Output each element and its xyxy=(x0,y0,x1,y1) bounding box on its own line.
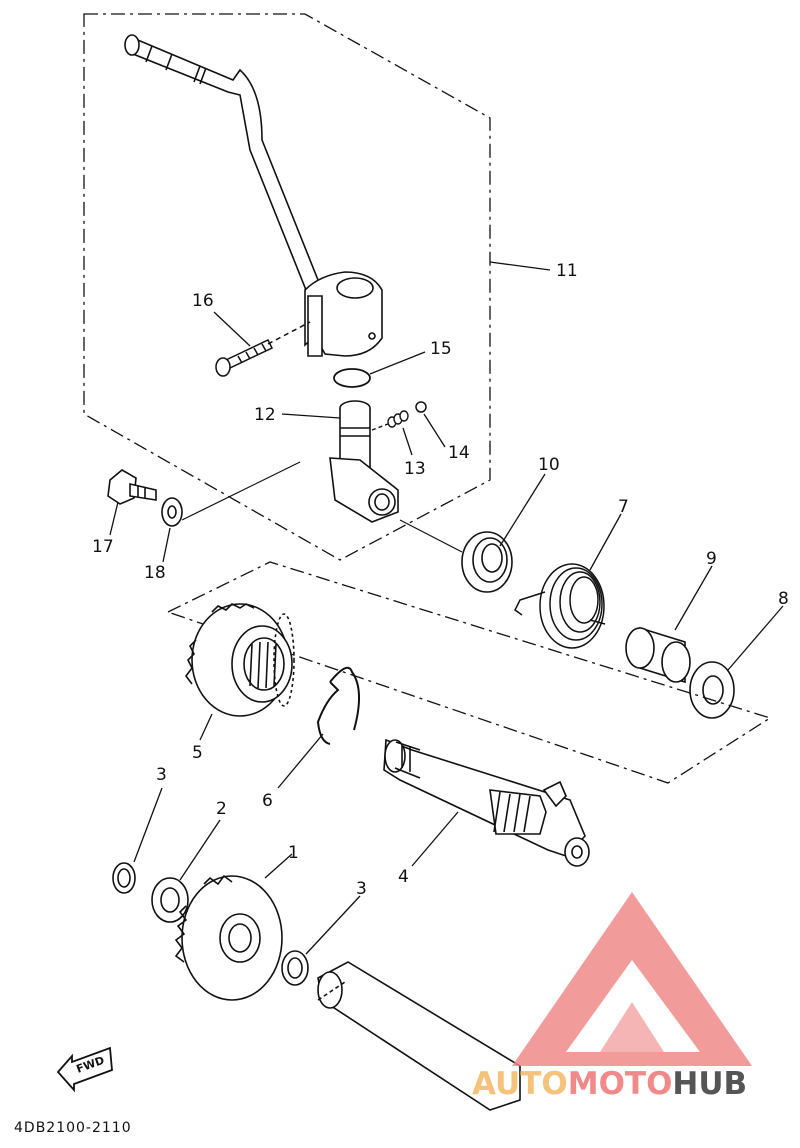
kick-boss xyxy=(329,400,399,523)
label-part-9: 9 xyxy=(706,549,717,569)
kick-axle xyxy=(383,738,590,867)
axle-washer xyxy=(689,661,735,719)
spring-guide xyxy=(625,626,691,684)
circlip-right xyxy=(281,950,309,986)
watermark-auto: AUTO xyxy=(472,1066,568,1102)
watermark-moto: MOTO xyxy=(568,1066,673,1102)
label-part-12: 12 xyxy=(254,405,276,425)
detent-ball xyxy=(415,401,427,413)
svg-text:AUTOMOTOHUB: AUTOMOTOHUB xyxy=(472,1066,747,1102)
label-part-11: 11 xyxy=(556,261,578,281)
circlip-left xyxy=(112,862,136,894)
part-number-labels: 1 2 3 3 4 5 6 7 8 9 10 11 12 13 14 15 16… xyxy=(92,261,789,899)
label-part-1: 1 xyxy=(288,843,299,863)
label-part-17: 17 xyxy=(92,537,114,557)
label-part-5: 5 xyxy=(192,743,203,763)
torsion-spring xyxy=(514,563,606,649)
label-part-15: 15 xyxy=(430,339,452,359)
diagram-code: 4DB2100-2110 xyxy=(14,1120,132,1136)
kick-gear xyxy=(185,603,295,717)
washer-axis-line xyxy=(181,461,301,521)
leader-lines xyxy=(109,261,784,955)
label-part-3-right: 3 xyxy=(356,879,367,899)
fwd-arrow-icon: FWD xyxy=(56,1046,113,1093)
watermark-hub: HUB xyxy=(672,1066,747,1102)
seal-axis-line xyxy=(399,519,463,553)
label-part-10: 10 xyxy=(538,455,560,475)
detent-spring xyxy=(371,410,409,431)
label-part-8: 8 xyxy=(778,589,789,609)
label-part-18: 18 xyxy=(144,563,166,583)
label-part-2: 2 xyxy=(216,799,227,819)
watermark-logo: AUTOMOTOHUB xyxy=(472,892,752,1102)
idle-gear xyxy=(174,874,283,1001)
lever-bolt xyxy=(107,469,157,505)
label-part-4: 4 xyxy=(398,867,409,887)
kick-axle-group-outline xyxy=(166,561,772,784)
label-part-13: 13 xyxy=(404,459,426,479)
label-part-7: 7 xyxy=(618,497,629,517)
label-part-14: 14 xyxy=(448,443,470,463)
lever-washer xyxy=(161,497,183,527)
oil-seal xyxy=(461,531,513,593)
kick-lever xyxy=(124,34,383,357)
label-part-3-left: 3 xyxy=(156,765,167,785)
kick-lever-group-outline xyxy=(83,13,491,561)
pinch-bolt xyxy=(215,321,311,377)
o-ring xyxy=(333,368,371,388)
idler-washer xyxy=(151,877,189,923)
primary-shaft xyxy=(317,961,521,1111)
watermark-triangle-icon xyxy=(512,892,752,1066)
kick-clip xyxy=(316,666,360,745)
label-part-16: 16 xyxy=(192,291,214,311)
label-part-6: 6 xyxy=(262,791,273,811)
